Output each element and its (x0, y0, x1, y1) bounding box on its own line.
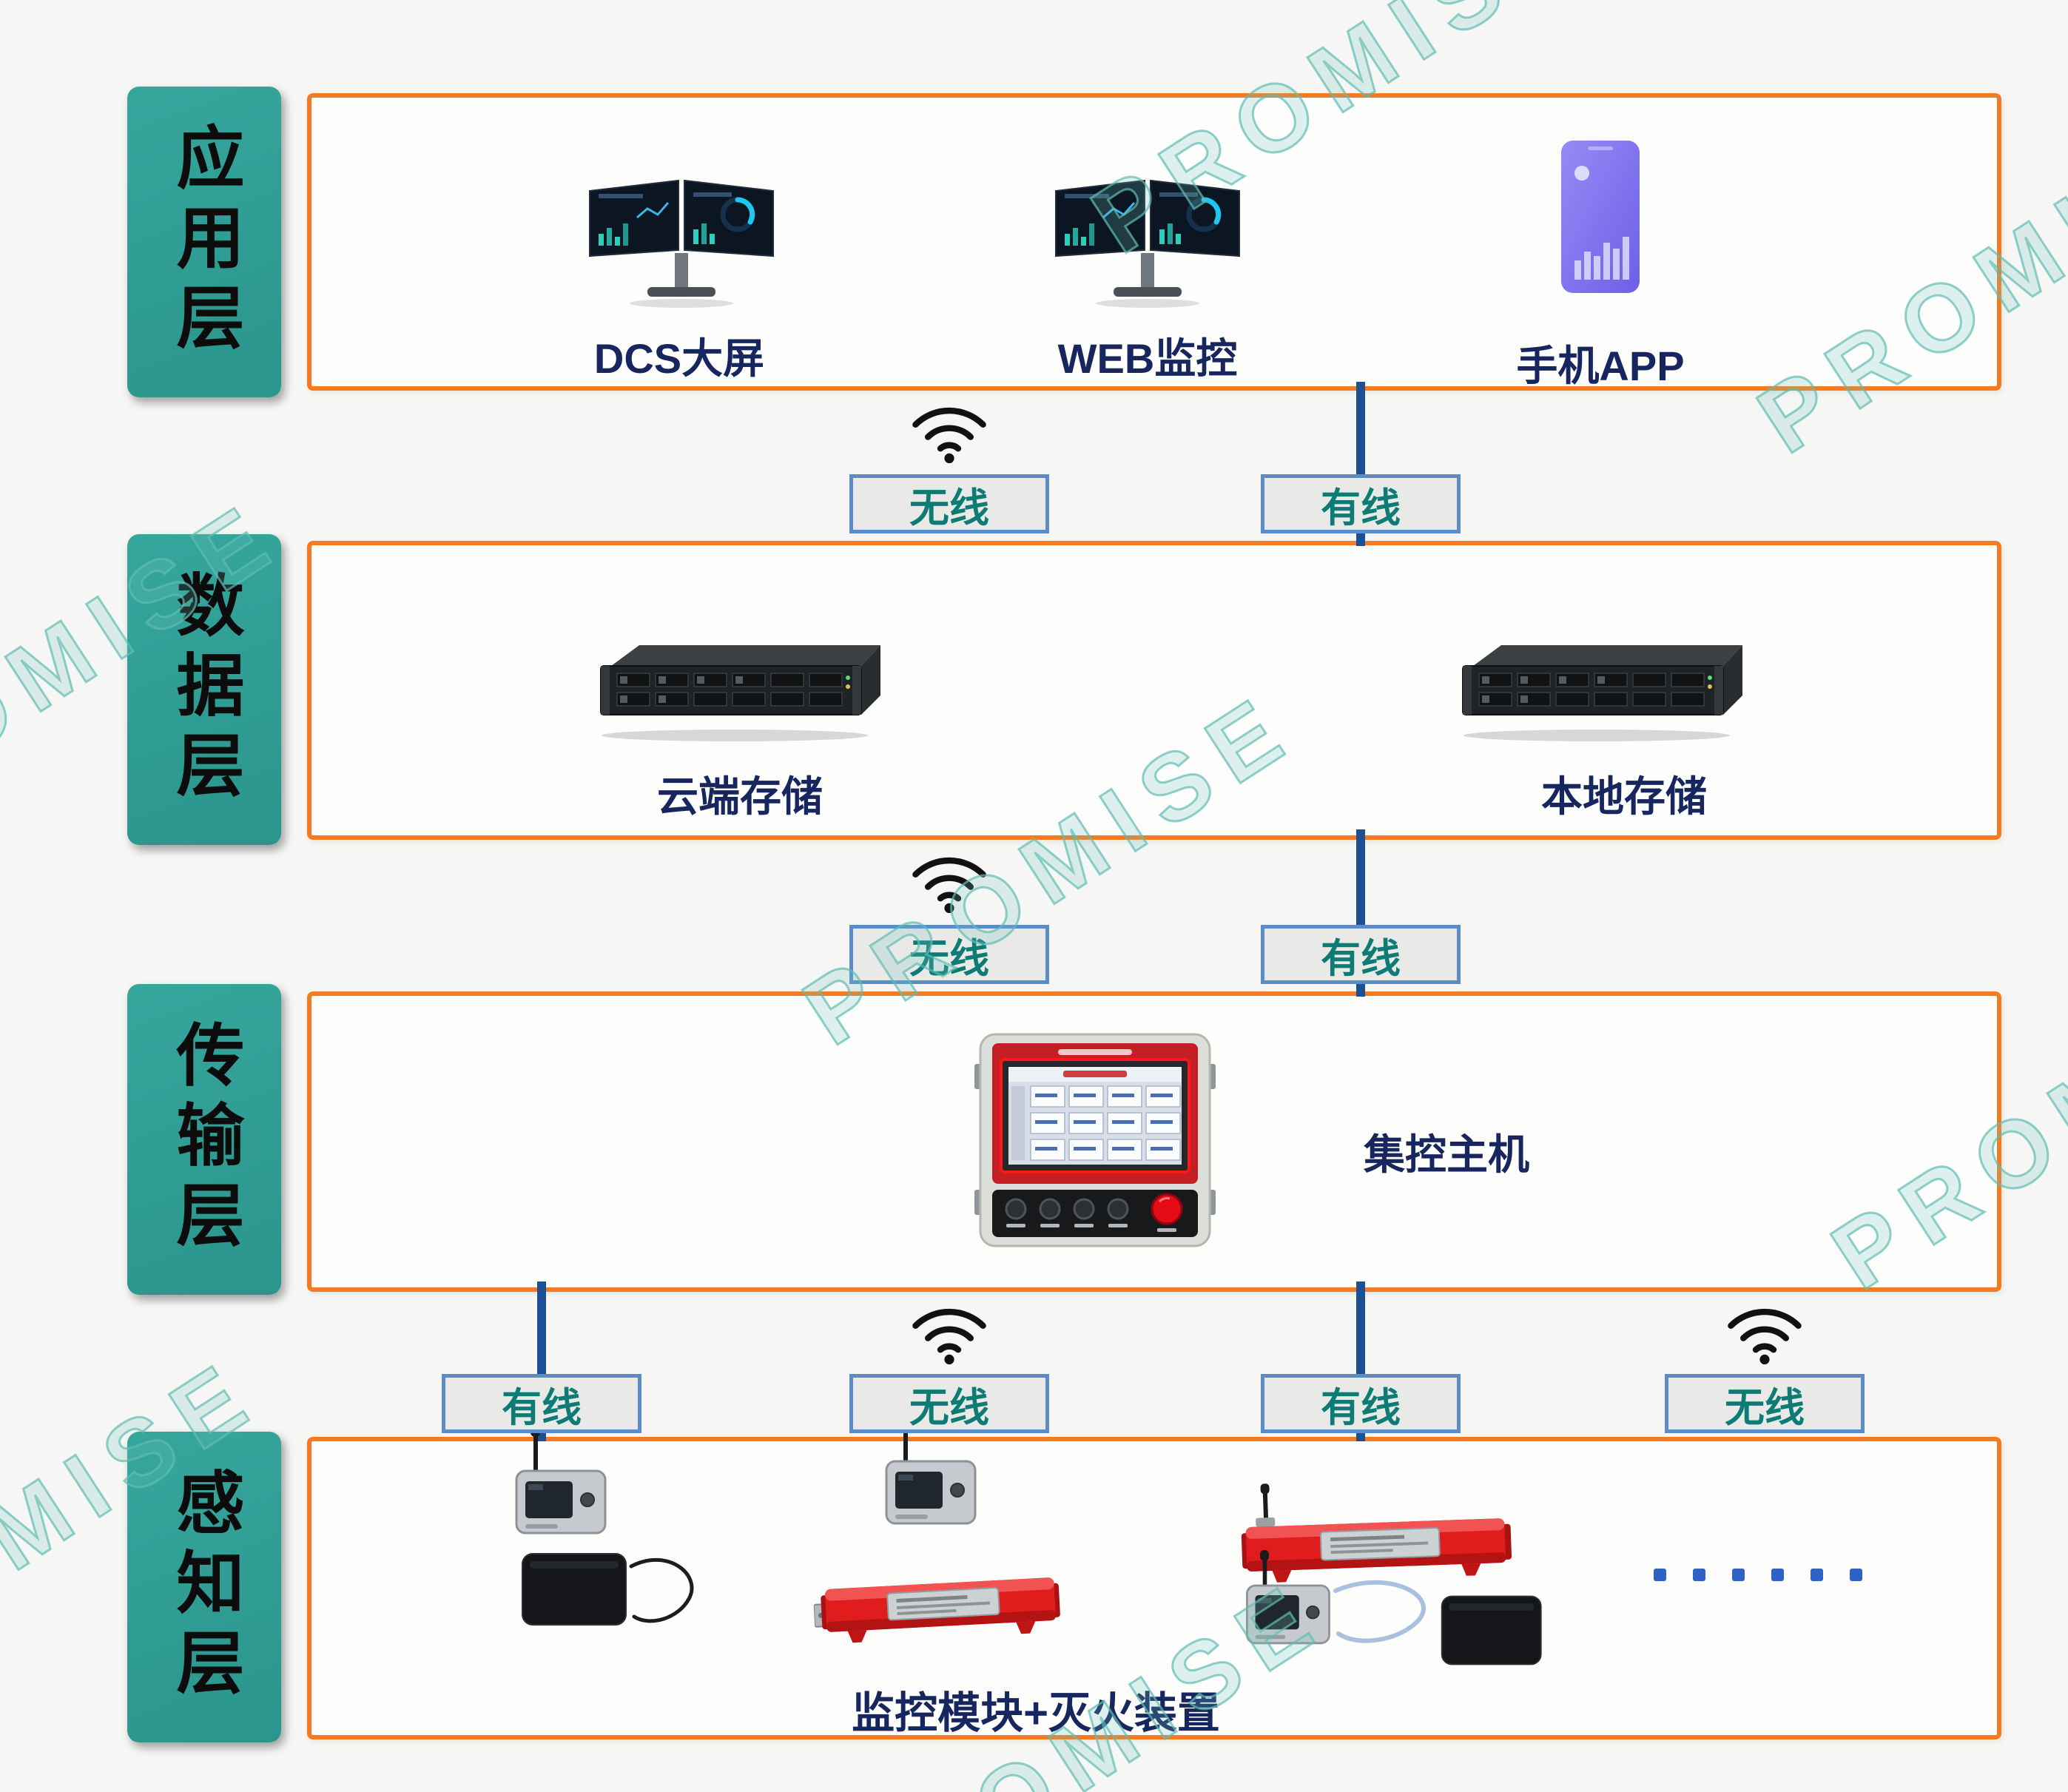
connector-row3-wired-2: 有线 (1261, 1374, 1461, 1433)
web-monitor-label: WEB监控 (1057, 335, 1238, 382)
local-storage-label: 本地存储 (1541, 773, 1707, 820)
connector-row3-wired-1: 有线 (442, 1374, 641, 1433)
connector-row3-wired-2-label: 有线 (1321, 1385, 1401, 1430)
mobile-phone-icon (1552, 138, 1648, 300)
ellipsis-dot (1771, 1569, 1784, 1581)
connector-row2-wired-label: 有线 (1321, 936, 1401, 981)
connector-row2-wireless-label: 无线 (909, 936, 989, 981)
connector-row3-wireless-1-label: 无线 (909, 1385, 989, 1430)
connector-row1-wired-label: 有线 (1321, 485, 1401, 530)
monitor-module-icon-2 (880, 1412, 980, 1535)
control-host-label: 集控主机 (1364, 1131, 1529, 1178)
connector-row3-wired-1-label: 有线 (502, 1385, 582, 1430)
extinguisher-box-icon-2 (1435, 1589, 1554, 1674)
ellipsis-dot (1693, 1569, 1705, 1581)
cloud-storage-label: 云端存储 (657, 773, 823, 820)
connector-row1-wireless-label: 无线 (909, 485, 989, 530)
connector-row1-wireless: 无线 (849, 474, 1049, 533)
wifi-icon-row3-right (1720, 1287, 1809, 1370)
layer-tag-data-label: 数据层 (166, 570, 242, 809)
cloud-storage-server-icon (590, 635, 886, 750)
layer-tag-data: 数据层 (127, 534, 281, 845)
connector-row2-wireless: 无线 (849, 925, 1049, 984)
ellipsis-dot (1811, 1569, 1823, 1581)
dcs-screen-label: DCS大屏 (593, 335, 765, 382)
monitor-module-icon-3 (1242, 1540, 1334, 1654)
extinguisher-bar-icon-2 (1233, 1475, 1518, 1599)
local-storage-server-icon (1452, 635, 1748, 750)
connector-row3-wireless-2: 无线 (1665, 1374, 1865, 1433)
layer-tag-application-label: 应用层 (166, 122, 242, 362)
layer-tag-transport-label: 传输层 (166, 1020, 242, 1259)
extinguisher-bar-icon-1 (812, 1556, 1068, 1654)
wifi-icon-row3-left (905, 1287, 994, 1370)
ellipsis-dot (1850, 1569, 1862, 1581)
connector-row3-wireless-1: 无线 (849, 1374, 1049, 1433)
ellipsis-dot (1732, 1569, 1745, 1581)
ellipsis-dot (1654, 1569, 1666, 1581)
dcs-dual-monitor-icon (585, 172, 778, 327)
monitor-module-icon-1 (511, 1422, 610, 1544)
layer-tag-perception: 感知层 (127, 1432, 281, 1742)
perception-devices-label: 监控模块+灭火装置 (852, 1689, 1220, 1737)
connector-row1-wired: 有线 (1261, 474, 1461, 533)
cable-icon-2 (1328, 1574, 1461, 1660)
connector-row2-wired: 有线 (1261, 925, 1461, 984)
layer-tag-transport: 传输层 (127, 984, 281, 1295)
wifi-icon-row2 (905, 836, 994, 918)
connector-row3-wireless-2-label: 无线 (1725, 1385, 1805, 1430)
control-host-icon (973, 1030, 1217, 1256)
cable-icon-1 (625, 1550, 707, 1643)
layer-tag-application: 应用层 (127, 87, 281, 397)
extinguisher-box-icon-1 (516, 1546, 639, 1635)
wifi-icon-row1 (905, 386, 994, 468)
mobile-app-label: 手机APP (1516, 343, 1685, 389)
layer-tag-perception-label: 感知层 (166, 1467, 242, 1707)
more-devices-ellipsis (1654, 1569, 1862, 1581)
web-monitor-icon (1051, 172, 1244, 327)
